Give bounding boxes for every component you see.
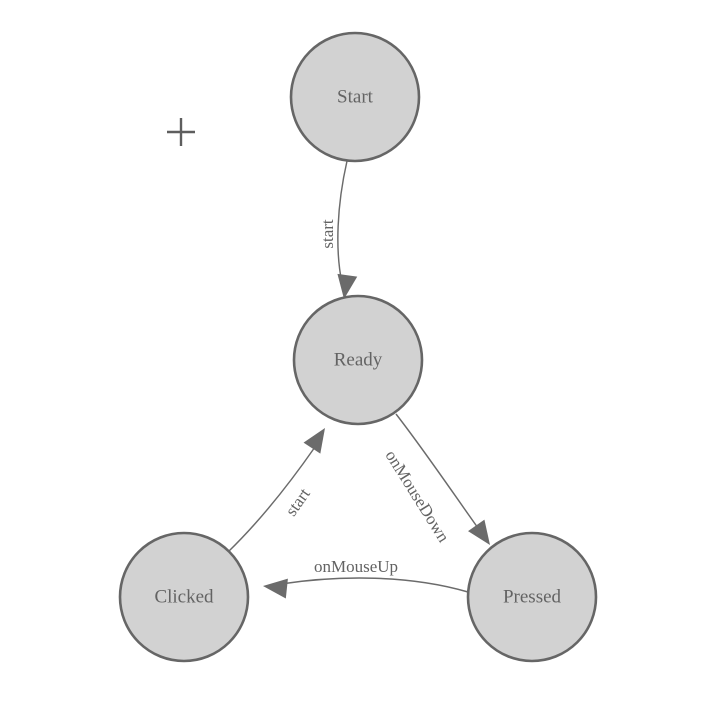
edge-label: onMouseUp xyxy=(314,557,398,576)
edge-arrowhead xyxy=(303,428,325,454)
node-ready[interactable]: Ready xyxy=(292,294,424,426)
node-circle[interactable] xyxy=(118,531,250,663)
edge-start-to-ready[interactable]: start xyxy=(318,160,358,300)
edge-pressed-to-clicked[interactable]: onMouseUp xyxy=(262,557,469,599)
node-circle[interactable] xyxy=(292,294,424,426)
edge-line xyxy=(395,413,479,529)
node-label: Start xyxy=(337,86,374,107)
node-clicked[interactable]: Clicked xyxy=(118,531,250,663)
node-circle[interactable] xyxy=(289,31,421,163)
node-pressed[interactable]: Pressed xyxy=(466,531,598,663)
edge-line xyxy=(280,577,469,593)
edge-line xyxy=(227,446,316,553)
edge-arrowhead xyxy=(263,578,288,599)
node-label: Pressed xyxy=(503,586,562,607)
edge-clicked-to-ready[interactable]: start xyxy=(227,423,333,553)
crosshair-icon xyxy=(167,118,195,146)
node-label: Ready xyxy=(334,349,383,370)
node-circle[interactable] xyxy=(466,531,598,663)
edge-label: onMouseDown xyxy=(382,447,454,546)
edge-line xyxy=(337,160,348,284)
edge-label: start xyxy=(282,484,315,519)
node-start[interactable]: Start xyxy=(289,31,421,163)
node-label: Clicked xyxy=(154,586,214,607)
edge-ready-to-pressed[interactable]: onMouseDown xyxy=(382,413,499,551)
edge-arrowhead xyxy=(468,519,490,545)
edge-label: start xyxy=(318,219,337,249)
edge-arrowhead xyxy=(337,273,358,299)
